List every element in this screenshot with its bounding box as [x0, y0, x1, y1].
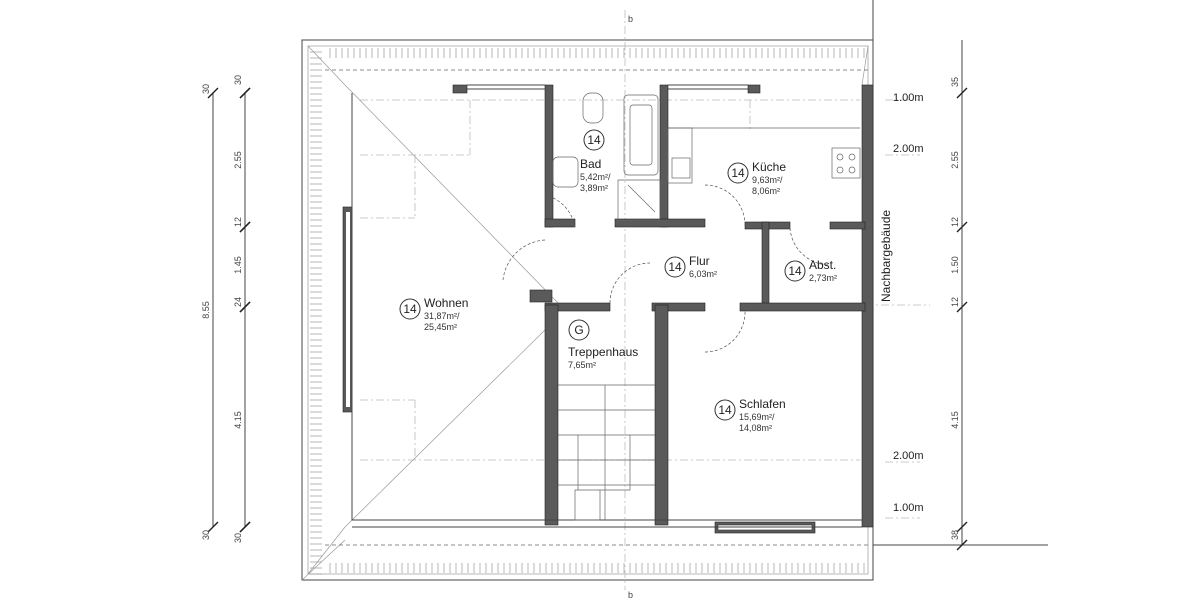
dimension-label: 8.55: [201, 301, 211, 319]
room-code-circle: [399, 298, 421, 320]
svg-text:1.00m: 1.00m: [893, 502, 924, 514]
room-name: Treppenhaus: [568, 345, 638, 359]
dimension-label: 4.15: [233, 411, 243, 429]
room-code-circle: [583, 129, 605, 151]
room-abst: 14 Abst.2,73m²: [784, 258, 837, 283]
roof-outline: [301, 39, 874, 581]
dimension-label: 12: [233, 217, 243, 227]
dimension-tick: [207, 521, 219, 533]
dimension-label: 30: [201, 530, 211, 540]
roof-slope-lines: [360, 99, 930, 519]
dimension-tick: [239, 301, 251, 313]
room-name: Wohnen: [424, 296, 468, 310]
room-code-circle: [727, 162, 749, 184]
room-area: 5,42m²/: [580, 172, 611, 182]
dimension-label: 1.45: [233, 256, 243, 274]
room-code-circle: [568, 319, 590, 341]
dimension-label: 38: [950, 530, 960, 540]
room-code: 14: [788, 264, 802, 278]
room-name: Abst.: [809, 258, 836, 272]
dimension-tick: [239, 87, 251, 99]
dimension-tick: [239, 521, 251, 533]
svg-text:b: b: [628, 14, 633, 24]
dimension-label: 2.55: [233, 151, 243, 169]
dimension-tick: [207, 87, 219, 99]
room-code: 14: [668, 260, 682, 274]
dimension-label: 1.50: [950, 256, 960, 274]
room-area-net: 3,89m²: [580, 183, 608, 193]
room-code: 14: [718, 403, 732, 417]
svg-text:1.00m: 1.00m: [893, 92, 924, 104]
room-name: Schlafen: [739, 397, 786, 411]
dimension-label: 35: [950, 77, 960, 87]
room-area-net: 8,06m²: [752, 186, 780, 196]
svg-text:2.00m: 2.00m: [893, 143, 924, 155]
room-code: 14: [587, 133, 601, 147]
room-area: 31,87m²/: [424, 311, 460, 321]
room-area: 15,69m²/: [739, 412, 775, 422]
dimension-label: 30: [201, 84, 211, 94]
room-code-circle: [784, 260, 806, 282]
room-area: 2,73m²: [809, 273, 837, 283]
room-code: 14: [403, 302, 417, 316]
room-area: 9,63m²/: [752, 175, 783, 185]
room-name: Bad: [580, 157, 601, 171]
dimension-label: 4.15: [950, 411, 960, 429]
room-code-circle: [664, 256, 686, 278]
walls: [342, 84, 874, 534]
room-area-net: 14,08m²: [739, 423, 772, 433]
dimension-tick: [956, 87, 968, 99]
dimension-tick: [239, 221, 251, 233]
dimension-label: 24: [233, 297, 243, 307]
dimension-tick: [956, 301, 968, 313]
svg-text:b: b: [628, 590, 633, 600]
dimension-label: 2.55: [950, 151, 960, 169]
room-code-circle: [714, 399, 736, 421]
dimension-label: 30: [233, 533, 243, 543]
room-area-net: 25,45m²: [424, 322, 457, 332]
room-code: 14: [731, 166, 745, 180]
room-area: 7,65m²: [568, 360, 596, 370]
neighbor-building-label: Nachbargebäude: [879, 210, 893, 302]
doors: [502, 184, 831, 353]
dimension-label: 12: [950, 217, 960, 227]
dimension-tick: [956, 521, 968, 533]
svg-text:2.00m: 2.00m: [893, 450, 924, 462]
room-code: G: [574, 323, 583, 337]
dimension-label: 12: [950, 297, 960, 307]
dimension-tick: [956, 221, 968, 233]
height-lines: 1.00m 2.00m 2.00m 1.00m: [893, 92, 924, 514]
section-line: b b: [624, 0, 1048, 600]
fixtures: [552, 92, 861, 521]
room-area: 6,03m²: [689, 269, 717, 279]
dimension-lines: 30 8.55 30 30 2.55 12 1.45 24 4.15 30 35 2.55 12 1.50…: [201, 40, 968, 551]
room-name: Küche: [752, 160, 786, 174]
dimension-tick: [956, 539, 968, 551]
dimension-label: 30: [233, 75, 243, 85]
room-name: Flur: [689, 254, 710, 268]
